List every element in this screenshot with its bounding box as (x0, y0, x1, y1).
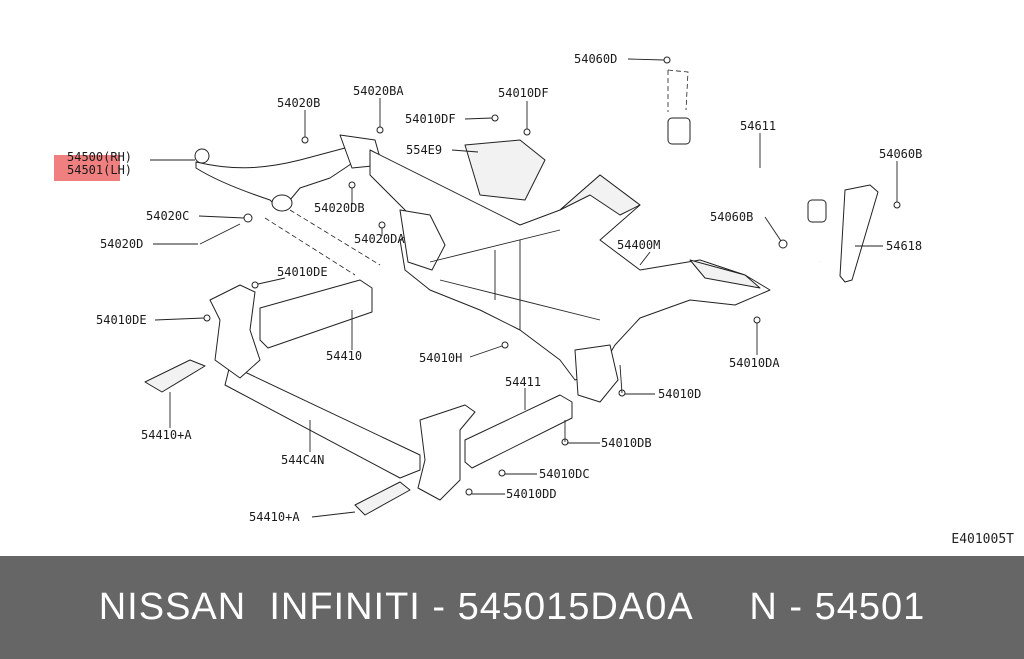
label-54020C: 54020C (146, 209, 189, 223)
label-54010DB: 54010DB (601, 436, 652, 450)
label-54500: 54500(RH) (67, 150, 132, 164)
label-54010DE-top: 54010DE (277, 265, 328, 279)
footer-part-text: NISSAN INFINITI - 545015DA0A N - 54501 (98, 586, 926, 628)
label-54410: 54410 (326, 349, 362, 363)
label-544C4N: 544C4N (281, 453, 324, 467)
label-54010DA: 54010DA (729, 356, 780, 370)
label-54020B: 54020B (277, 96, 320, 110)
label-54060D-top: 54060D (574, 52, 617, 66)
label-54010DF-b: 54010DF (498, 86, 549, 100)
label-54020DA: 54020DA (354, 232, 405, 246)
label-54411: 54411 (505, 375, 541, 389)
label-54618: 54618 (886, 239, 922, 253)
subframe-drawing (264, 139, 771, 403)
label-54020DB: 54020DB (314, 201, 365, 215)
control-arm-drawing (150, 134, 383, 212)
label-54400M: 54400M (617, 238, 660, 252)
label-54010DC: 54010DC (539, 467, 590, 481)
label-54060B-right: 54060B (879, 147, 922, 161)
leader-lines (153, 58, 898, 518)
label-54020BA: 54020BA (353, 84, 404, 98)
label-554E9: 554E9 (406, 143, 442, 157)
highlight-54501 (54, 155, 120, 181)
stabilizer-bar-drawing (574, 69, 879, 283)
label-54611: 54611 (740, 119, 776, 133)
part-labels: 54500(RH) 54501(LH) 54020B 54020BA 54010… (67, 52, 922, 524)
label-54010DF-a: 54010DF (405, 112, 456, 126)
label-54010D: 54010D (658, 387, 701, 401)
diagram-reference-code: E401005T (951, 532, 1014, 547)
label-54010H: 54010H (419, 351, 462, 365)
label-54010DE-left: 54010DE (96, 313, 147, 327)
part-number-footer: NISSAN INFINITI - 545015DA0A N - 54501 (0, 556, 1024, 659)
label-54010DD: 54010DD (506, 487, 557, 501)
bolts (199, 56, 901, 496)
label-54020D: 54020D (100, 237, 143, 251)
label-54410A-left: 54410+A (141, 428, 192, 442)
suspension-parts-diagram: 54500(RH) 54501(LH) 54020B 54020BA 54010… (54, 52, 922, 524)
front-crossmember-drawing (144, 279, 573, 516)
label-54410A-bottom: 54410+A (249, 510, 300, 524)
label-54060B-mid: 54060B (710, 210, 753, 224)
label-54501: 54501(LH) (67, 163, 132, 177)
